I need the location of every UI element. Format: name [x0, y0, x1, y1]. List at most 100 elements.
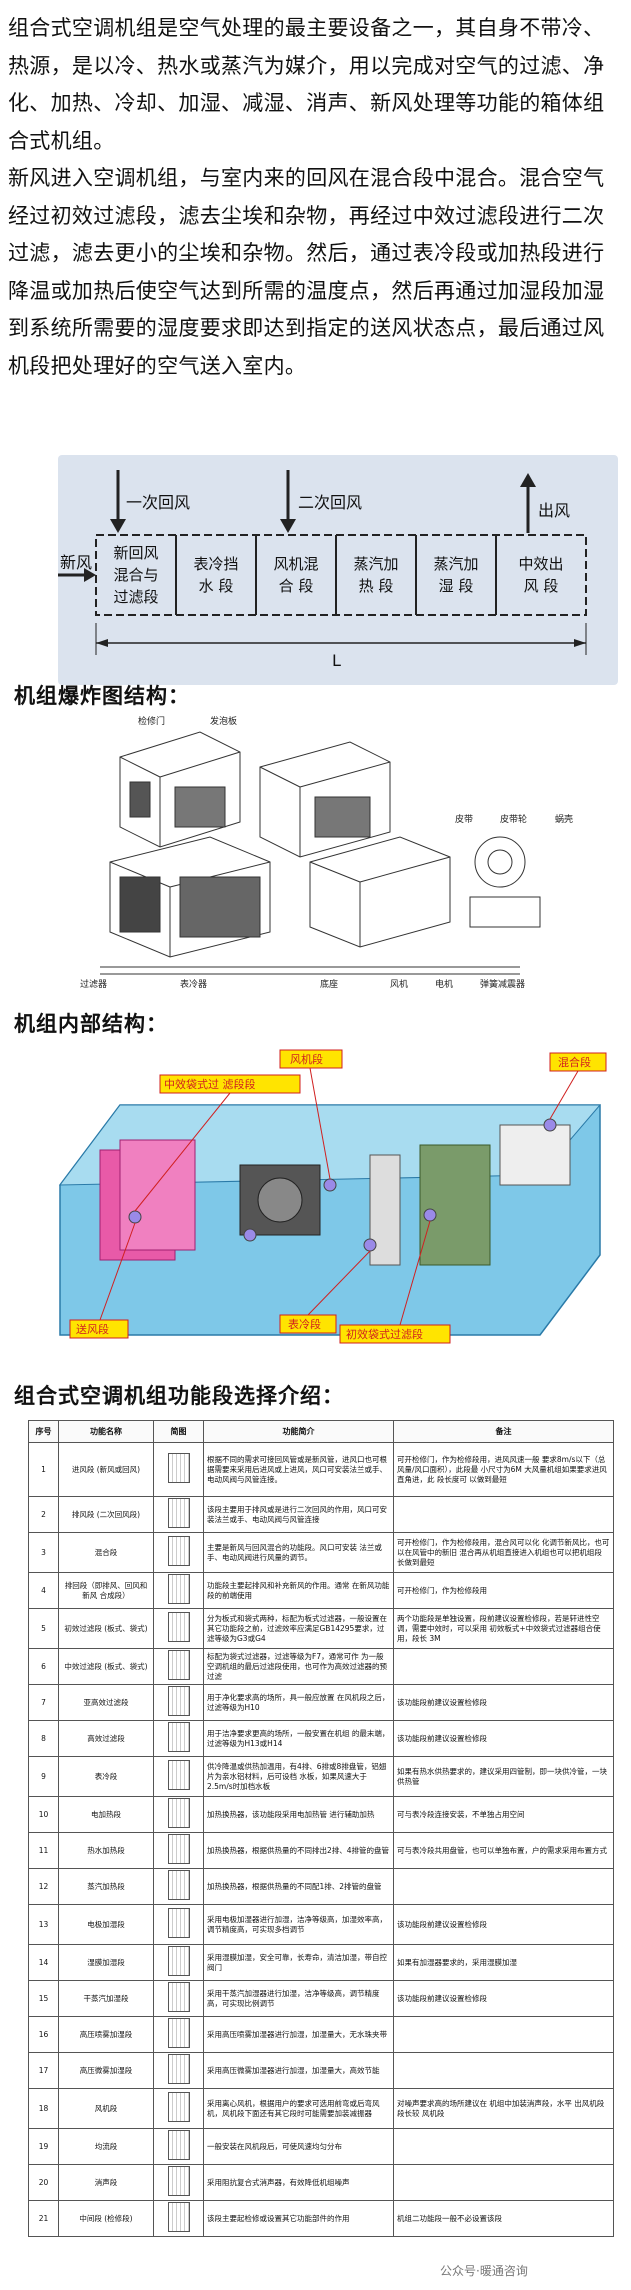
label-mixing: 混合段 [558, 1055, 591, 1069]
cell-name: 排回段（即排风、回风和新风 合成段） [58, 1572, 154, 1609]
section-diagram-icon [167, 1722, 190, 1752]
cell-diagram [153, 1904, 204, 1945]
cell-no: 12 [28, 1868, 59, 1905]
cell-name: 蒸汽加热段 [58, 1868, 154, 1905]
col-name: 功能名称 [58, 1420, 154, 1443]
cell-name: 电极加湿段 [58, 1904, 154, 1945]
cell-diagram [153, 2200, 204, 2237]
section-diagram-icon [167, 1834, 190, 1864]
cell-no: 3 [28, 1532, 59, 1573]
table-heading: 组合式空调机组功能段选择介绍： [14, 1384, 344, 1408]
cell-diagram [153, 1684, 204, 1721]
cell-name: 排风段 (二次回风段) [58, 1496, 154, 1533]
explode-heading: 机组爆炸图结构： [14, 684, 190, 708]
cell-no: 1 [28, 1442, 59, 1497]
label-fan-section: 风机段 [290, 1052, 323, 1066]
cell-note [393, 2164, 614, 2201]
section-diagram-icon [167, 1574, 190, 1604]
section-diagram-icon [167, 1760, 190, 1790]
cell-note: 两个功能段是单独设置，段前建议设置检修段，若是轩进性空调，需要中效时，可以采用 … [393, 1608, 614, 1649]
label-plate: 发泡板 [210, 715, 237, 727]
section-diagram-icon [167, 1453, 190, 1483]
section-diagram-icon [167, 1612, 190, 1642]
cell-diagram [153, 1496, 204, 1533]
cell-no: 11 [28, 1832, 59, 1869]
cell-description: 分为板式和袋式两种，标配为板式过滤器，一般设置在其它功能段之前，过滤效率应满足G… [203, 1608, 394, 1649]
cell-note: 如果有加湿器要求的，采用湿膜加湿 [393, 1944, 614, 1981]
cell-no: 8 [28, 1720, 59, 1757]
cell-name: 进风段 (新风或回风) [58, 1442, 154, 1497]
cell-diagram [153, 1944, 204, 1981]
cell-no: 18 [28, 2088, 59, 2129]
cell-no: 17 [28, 2052, 59, 2089]
cell-no: 13 [28, 1904, 59, 1945]
airflow-diagram-lines [58, 470, 587, 655]
label-vibration: 弹簧减震器 [480, 978, 525, 990]
section-diagram-icon [167, 1498, 190, 1528]
cell-description: 采用高压微雾加湿器进行加湿，加湿量大，高效节能 [203, 2052, 394, 2089]
segment-steam-humidify: 蒸汽加湿 段 [433, 555, 479, 595]
section-diagram-icon [167, 2166, 190, 2196]
label-motor: 电机 [435, 978, 453, 990]
cell-description: 加热换热器，根据供热量的不同配1排、2排管的盘管 [203, 1868, 394, 1905]
cell-diagram [153, 1648, 204, 1685]
cell-note: 该功能段前建议设置检修段 [393, 1980, 614, 2017]
col-no: 序号 [28, 1420, 59, 1443]
col-diagram: 简图 [153, 1420, 204, 1443]
length-label: L [332, 651, 341, 670]
return-air-1-label: 一次回风 [126, 493, 191, 512]
cell-diagram [153, 1532, 204, 1573]
cell-diagram [153, 1442, 204, 1497]
cell-diagram [153, 2016, 204, 2053]
cell-description: 供冷降温或供热加温用，有4排、6排或8排盘管，铝翅片为亲水铝材料，后可设档 水板… [203, 1756, 394, 1797]
cell-no: 20 [28, 2164, 59, 2201]
cell-name: 初效过滤段 (板式、袋式) [58, 1608, 154, 1649]
label-primary-filter: 初效袋式过滤段 [346, 1327, 423, 1341]
intro-paragraph-2: 新风进入空调机组，与室内来的回风在混合段中混合。混合空气经过初效过滤段，滤去尘埃… [8, 166, 605, 378]
section-diagram-icon [167, 2092, 190, 2122]
cell-description: 加热换热器，根据供热量的不同排出2排、4排管的盘管 [203, 1832, 394, 1869]
label-cooling: 表冷段 [288, 1317, 321, 1331]
cell-name: 干蒸汽加湿段 [58, 1980, 154, 2017]
cell-note: 对噪声要求高的场所建议在 机组中加装消声段，水平 出风机段段长较 风机段 [393, 2088, 614, 2129]
cell-description: 采用湿膜加湿，安全可靠，长寿命，清洁加湿，带自控阀门 [203, 1944, 394, 1981]
cell-description: 采用电极加湿器进行加湿，洁净等级高，加湿效率高，调节精度高，可实现多档调节 [203, 1904, 394, 1945]
label-door: 检修门 [138, 715, 165, 727]
cell-description: 主要是新风与回风混合的功能段。风口可安装 法兰或手、电动风阀进行风量的调节。 [203, 1532, 394, 1573]
cell-description: 采用干蒸汽加湿器进行加湿，洁净等级高，调节精度高，可实现比例调节 [203, 1980, 394, 2017]
cell-diagram [153, 1796, 204, 1833]
cell-no: 4 [28, 1572, 59, 1609]
cell-diagram [153, 1756, 204, 1797]
airflow-diagram: 一次回风 二次回风 出风 新风 L 新回风混合与过滤段 表冷挡水 段 风机混合 … [58, 455, 618, 685]
intro-text: 组合式空调机组是空气处理的最主要设备之一，其自身不带冷、热源，是以冷、热水或蒸汽… [8, 10, 624, 385]
cell-no: 2 [28, 1496, 59, 1533]
cell-diagram [153, 2052, 204, 2089]
cell-diagram [153, 1980, 204, 2017]
cell-no: 16 [28, 2016, 59, 2053]
section-diagram-icon [167, 1946, 190, 1976]
cell-no: 15 [28, 1980, 59, 2017]
cell-name: 风机段 [58, 2088, 154, 2129]
cell-name: 表冷段 [58, 1756, 154, 1797]
segment-cooling: 表冷挡水 段 [193, 555, 239, 595]
cell-name: 亚高效过滤段 [58, 1684, 154, 1721]
cell-note: 可与表冷段连接安装，不单独占用空间 [393, 1796, 614, 1833]
intro-paragraph-1: 组合式空调机组是空气处理的最主要设备之一，其自身不带冷、热源，是以冷、热水或蒸汽… [8, 16, 605, 153]
cell-note [393, 1868, 614, 1905]
table-header-row: 序号 功能名称 简图 功能简介 备注 [28, 1420, 614, 1443]
cell-diagram [153, 2088, 204, 2129]
label-bag-filter: 中效袋式过 滤段段 [164, 1077, 256, 1091]
cell-name: 混合段 [58, 1532, 154, 1573]
cell-no: 7 [28, 1684, 59, 1721]
